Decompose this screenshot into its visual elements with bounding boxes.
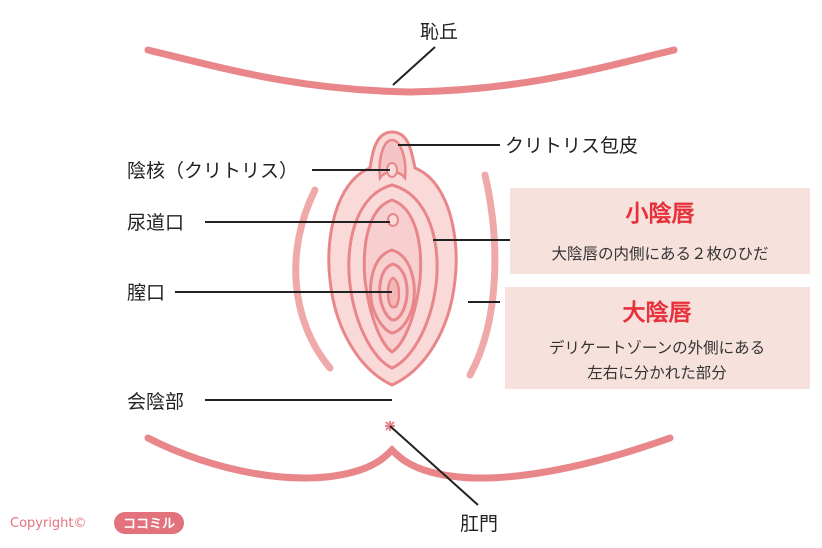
leader-mons bbox=[392, 46, 436, 86]
label-urethra: 尿道口 bbox=[127, 212, 184, 234]
brand-logo: ココミル bbox=[114, 512, 184, 534]
label-hood: クリトリス包皮 bbox=[505, 135, 638, 157]
info-box-labia-majora-desc-1: デリケートゾーンの外側にある bbox=[549, 338, 765, 357]
info-box-labia-majora-title: 大陰唇 bbox=[623, 299, 692, 326]
label-mons: 恥丘 bbox=[420, 21, 458, 43]
info-box-labia-minora-title: 小陰唇 bbox=[626, 200, 695, 227]
vaginal-ring-inner bbox=[378, 262, 409, 322]
leader-anus bbox=[389, 425, 479, 506]
leader-lines bbox=[175, 46, 510, 506]
labia-majora-right bbox=[466, 171, 499, 379]
label-anus: 肛門 bbox=[460, 513, 498, 535]
labia-majora-left bbox=[292, 186, 334, 372]
labia-minora-inner-fold bbox=[362, 198, 423, 354]
vaginal-opening bbox=[386, 276, 401, 309]
info-box-labia-majora bbox=[505, 287, 810, 389]
lower-body-outline bbox=[144, 434, 674, 482]
info-box-labia-minora-desc: 大陰唇の内側にある２枚のひだ bbox=[551, 245, 768, 263]
label-perineum: 会陰部 bbox=[127, 391, 184, 413]
brand-logo-text: ココミル bbox=[123, 517, 175, 532]
upper-body-outline bbox=[144, 46, 678, 96]
info-box-labia-minora bbox=[510, 188, 810, 274]
label-clitoris: 陰核（クリトリス） bbox=[127, 160, 298, 182]
labia-minora-outer-fold bbox=[347, 183, 439, 370]
copyright-text: Copyright© bbox=[10, 516, 87, 531]
vaginal-ring-outer bbox=[369, 248, 416, 335]
info-box-labia-majora-desc-2: 左右に分かれた部分 bbox=[587, 364, 727, 382]
label-vagina: 膣口 bbox=[127, 282, 165, 304]
urethral-opening bbox=[387, 213, 399, 227]
